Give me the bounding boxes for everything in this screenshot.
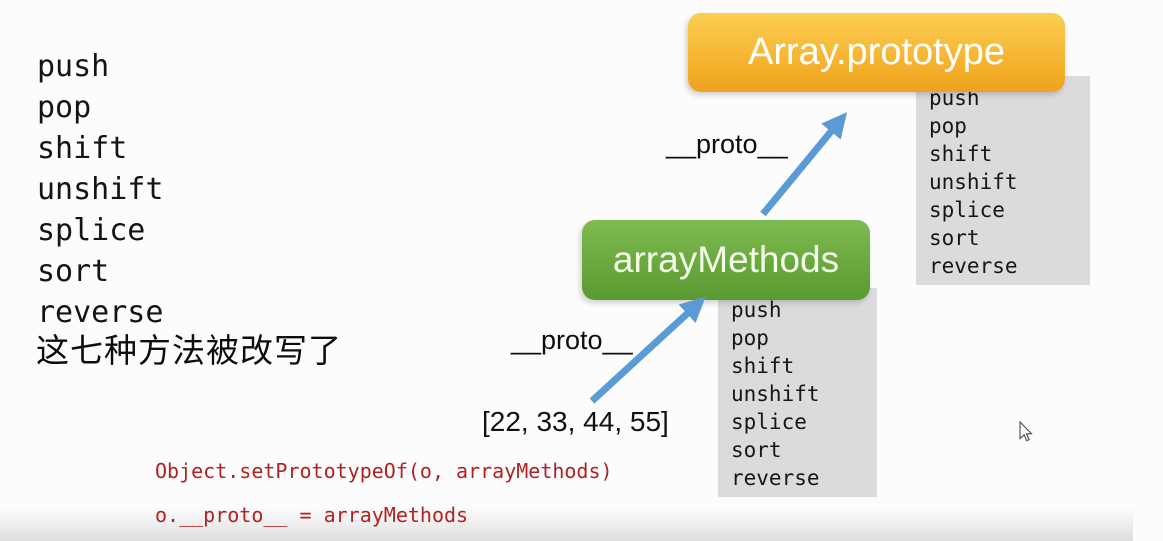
array-methods-method-list: push pop shift unshift splice sort rever… [718,288,877,497]
proto-label-top: __proto__ [666,129,788,159]
node-array-methods: arrayMethods [582,220,870,300]
list-item: push [731,298,782,322]
list-item: reverse [929,254,1018,278]
node-label: arrayMethods [612,239,840,280]
chinese-note: 这七种方法被改写了 [36,332,342,369]
node-label: Array.prototype [748,31,1005,73]
list-item: shift [929,142,993,166]
list-item: splice [731,410,807,434]
bottom-edge-shade [0,507,1133,541]
code-set-prototype-of: Object.setPrototypeOf(o, arrayMethods) [155,459,613,483]
list-item: sort [731,438,782,462]
node-array-prototype: Array.prototype [688,13,1065,92]
list-item: sort [929,226,980,250]
mouse-cursor [1019,421,1033,442]
list-item: splice [37,213,146,248]
list-item: unshift [929,170,1018,194]
array-instance-literal: [22, 33, 44, 55] [482,406,669,437]
list-item: unshift [37,172,164,207]
list-item: sort [37,254,110,289]
overridden-methods-list: push pop shift unshift splice sort rever… [37,46,163,333]
list-item: reverse [731,466,820,490]
list-item: splice [929,198,1005,222]
list-item: unshift [731,382,820,406]
list-item: pop [37,90,92,125]
list-item: push [37,49,110,84]
list-item: reverse [37,295,164,330]
code-proto-assignment: o.__proto__ = arrayMethods [155,503,469,527]
list-item: shift [37,131,128,166]
list-item: pop [731,326,769,350]
list-item: shift [731,354,795,378]
list-item: pop [929,114,967,138]
array-prototype-method-list: push pop shift unshift splice sort rever… [916,76,1090,285]
proto-label-bottom: __proto__ [511,325,633,355]
